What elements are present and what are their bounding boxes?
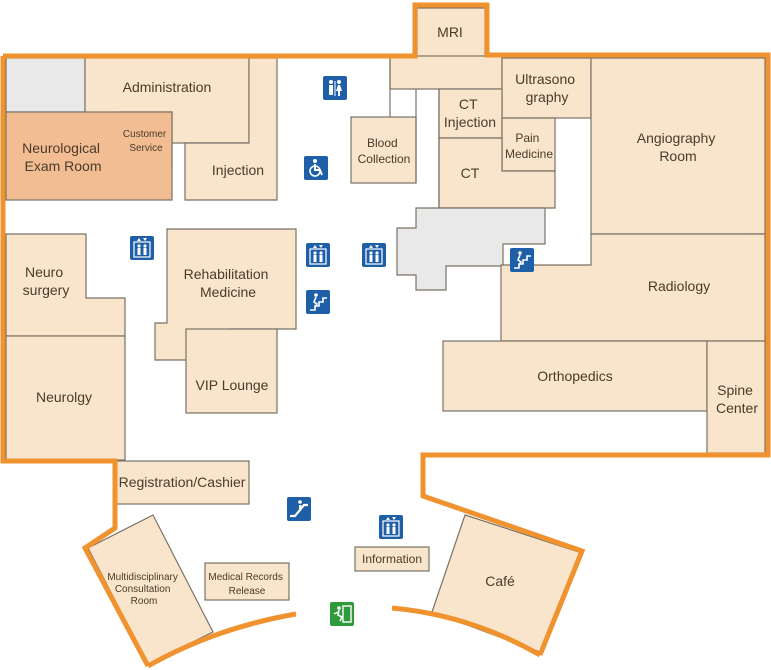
label-neurology: Neurolgy — [36, 389, 92, 405]
room-angiography[interactable] — [590, 57, 766, 235]
elevator-icon[interactable] — [362, 243, 386, 267]
label-medical-records: Medical Records Release — [208, 572, 285, 597]
room-medical-records[interactable] — [204, 562, 290, 601]
label-vip-lounge: VIP Lounge — [196, 377, 269, 393]
label-pain-medicine: Pain Medicine — [505, 131, 553, 161]
room-neurology[interactable] — [5, 335, 126, 461]
label-neurological-exam: Neurological Exam Room — [22, 140, 104, 174]
label-registration: Registration/Cashier — [119, 474, 246, 490]
escalator-icon[interactable] — [287, 497, 311, 521]
label-neurosurgery: Neuro surgery — [23, 264, 70, 298]
room-spine-center[interactable] — [706, 340, 766, 454]
stairs-icon[interactable] — [306, 290, 330, 314]
room-mri-annex — [389, 55, 503, 90]
room-neurological-exam[interactable] — [5, 111, 173, 201]
room-information[interactable] — [354, 546, 430, 572]
label-administration: Administration — [123, 79, 212, 95]
room-pain-medicine[interactable] — [501, 117, 556, 172]
room-radiology[interactable] — [500, 233, 766, 342]
label-radiology: Radiology — [648, 278, 710, 294]
label-cafe: Café — [485, 573, 515, 589]
room-blood-collection[interactable] — [350, 116, 417, 184]
stairs-icon[interactable] — [510, 248, 534, 272]
label-orthopedics: Orthopedics — [537, 368, 612, 384]
label-mri: MRI — [437, 24, 463, 40]
label-ct: CT — [461, 165, 480, 181]
label-injection: Injection — [212, 162, 264, 178]
label-ct-injection: CT Injection — [444, 96, 496, 130]
room-registration[interactable] — [115, 460, 250, 505]
label-spine-center: Spine Center — [716, 382, 758, 416]
room-orthopedics[interactable] — [442, 340, 708, 412]
wheelchair-icon[interactable] — [304, 156, 328, 180]
label-blood-collection: Blood Collection — [358, 136, 411, 166]
label-customer-service: Customer Service — [123, 129, 169, 154]
room-vip-lounge[interactable] — [185, 328, 278, 414]
label-multidisciplinary: Multidisciplinary Consultation Room — [107, 572, 180, 607]
elevator-icon[interactable] — [306, 243, 330, 267]
elevator-icon[interactable] — [130, 236, 154, 260]
label-angiography: Angiography Room — [637, 130, 720, 164]
label-information: Information — [362, 552, 422, 566]
label-rehabilitation: Rehabilitation Medicine — [184, 266, 273, 300]
elevator-icon[interactable] — [379, 515, 403, 539]
restroom-icon[interactable] — [323, 76, 347, 100]
interior-walls — [389, 56, 440, 208]
room-ultrasonography[interactable] — [501, 57, 592, 119]
service-core — [396, 207, 546, 291]
unavailable-area — [5, 57, 86, 113]
emergency-exit-icon[interactable] — [330, 602, 354, 626]
label-ultrasonography: Ultrasono graphy — [515, 71, 579, 105]
